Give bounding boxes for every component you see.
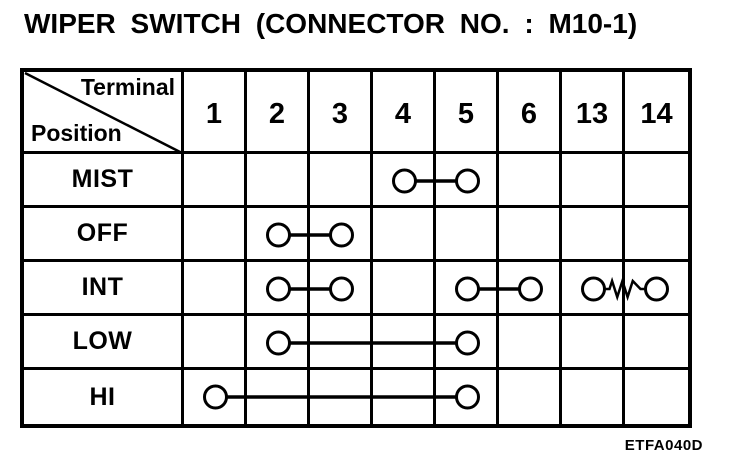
terminal-cell bbox=[184, 316, 247, 370]
position-label-INT: INT bbox=[24, 262, 184, 316]
terminal-cell bbox=[436, 154, 499, 208]
terminal-cell bbox=[247, 370, 310, 424]
terminal-cell bbox=[436, 316, 499, 370]
terminal-cell bbox=[247, 154, 310, 208]
page-title: WIPER SWITCH (CONNECTOR NO. : M10-1) bbox=[24, 8, 638, 39]
terminal-cell bbox=[625, 262, 688, 316]
terminal-cell bbox=[436, 208, 499, 262]
terminal-cell bbox=[499, 262, 562, 316]
terminal-cell bbox=[436, 370, 499, 424]
position-label-MIST: MIST bbox=[24, 154, 184, 208]
terminal-cell bbox=[247, 208, 310, 262]
terminal-header-2: 2 bbox=[247, 72, 310, 154]
terminal-cell bbox=[562, 154, 625, 208]
position-label-LOW: LOW bbox=[24, 316, 184, 370]
position-label-HI: HI bbox=[24, 370, 184, 424]
terminal-header-14: 14 bbox=[625, 72, 688, 154]
corner-header-cell: Terminal Position bbox=[24, 72, 184, 154]
position-axis-label: Position bbox=[31, 120, 122, 146]
terminal-cell bbox=[310, 208, 373, 262]
terminal-header-4: 4 bbox=[373, 72, 436, 154]
terminal-cell bbox=[373, 154, 436, 208]
terminal-cell bbox=[625, 154, 688, 208]
terminal-cell bbox=[562, 316, 625, 370]
terminal-cell bbox=[310, 262, 373, 316]
terminal-header-1: 1 bbox=[184, 72, 247, 154]
terminal-cell bbox=[310, 316, 373, 370]
terminal-cell bbox=[499, 154, 562, 208]
figure-code: ETFA040D bbox=[624, 437, 703, 454]
terminal-cell bbox=[247, 316, 310, 370]
terminal-header-3: 3 bbox=[310, 72, 373, 154]
terminal-cell bbox=[625, 208, 688, 262]
terminal-cell bbox=[373, 316, 436, 370]
terminal-cell bbox=[562, 262, 625, 316]
terminal-cell bbox=[562, 370, 625, 424]
terminal-cell bbox=[310, 370, 373, 424]
terminal-cell bbox=[499, 316, 562, 370]
terminal-axis-label: Terminal bbox=[80, 74, 175, 100]
terminal-cell bbox=[247, 262, 310, 316]
terminal-header-13: 13 bbox=[562, 72, 625, 154]
terminal-cell bbox=[184, 370, 247, 424]
terminal-cell bbox=[184, 262, 247, 316]
terminal-cell bbox=[436, 262, 499, 316]
terminal-cell bbox=[562, 208, 625, 262]
terminal-cell bbox=[625, 316, 688, 370]
terminal-cell bbox=[184, 154, 247, 208]
terminal-cell bbox=[499, 370, 562, 424]
terminal-cell bbox=[373, 262, 436, 316]
terminal-cell bbox=[373, 208, 436, 262]
terminal-cell bbox=[373, 370, 436, 424]
position-label-OFF: OFF bbox=[24, 208, 184, 262]
terminal-cell bbox=[625, 370, 688, 424]
terminal-header-6: 6 bbox=[499, 72, 562, 154]
terminal-header-5: 5 bbox=[436, 72, 499, 154]
terminal-cell bbox=[184, 208, 247, 262]
terminal-cell bbox=[499, 208, 562, 262]
terminal-cell bbox=[310, 154, 373, 208]
